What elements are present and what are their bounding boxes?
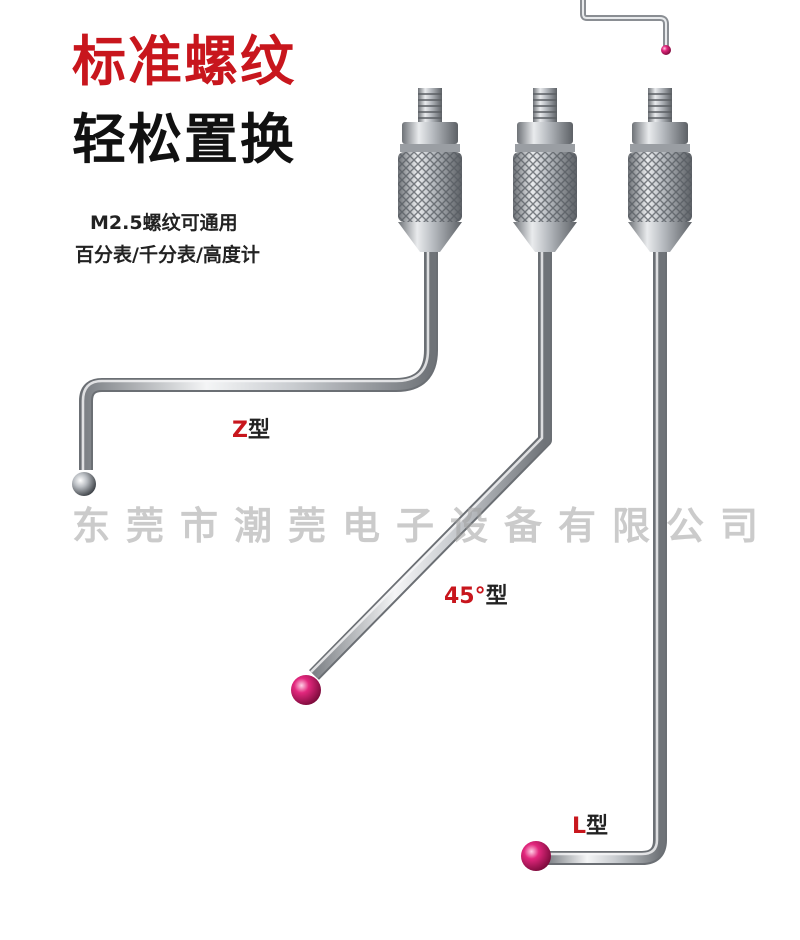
ruby-ball-tip <box>291 675 321 705</box>
spec-line1: M2.5螺纹可通用 <box>90 212 238 234</box>
probe-head-right <box>628 88 692 252</box>
l-type-code: L <box>572 814 587 839</box>
45-type-suffix: 型 <box>485 584 508 609</box>
45-type-probe <box>291 250 552 705</box>
45-type-label: 45°型 <box>444 578 508 610</box>
partial-probe-top <box>580 0 671 55</box>
watermark: 东莞市潮莞电子设备有限公司 <box>72 504 775 548</box>
l-type-probe <box>521 250 667 871</box>
probe-head-middle <box>513 88 577 252</box>
z-type-suffix: 型 <box>247 418 270 443</box>
probe-head-left <box>398 88 462 252</box>
z-type-probe <box>72 250 438 496</box>
headline-line1: 标准螺纹 <box>72 30 296 93</box>
z-type-code: Z <box>232 418 248 443</box>
steel-ball-tip <box>72 472 96 496</box>
45-type-code: 45° <box>444 584 486 609</box>
headline-line2: 轻松置换 <box>72 108 296 171</box>
l-type-label: L型 <box>572 808 608 840</box>
spec-line2: 百分表/千分表/高度计 <box>75 244 260 266</box>
l-type-suffix: 型 <box>586 814 609 839</box>
z-type-label: Z型 <box>232 412 270 444</box>
ruby-ball-tip <box>521 841 551 871</box>
